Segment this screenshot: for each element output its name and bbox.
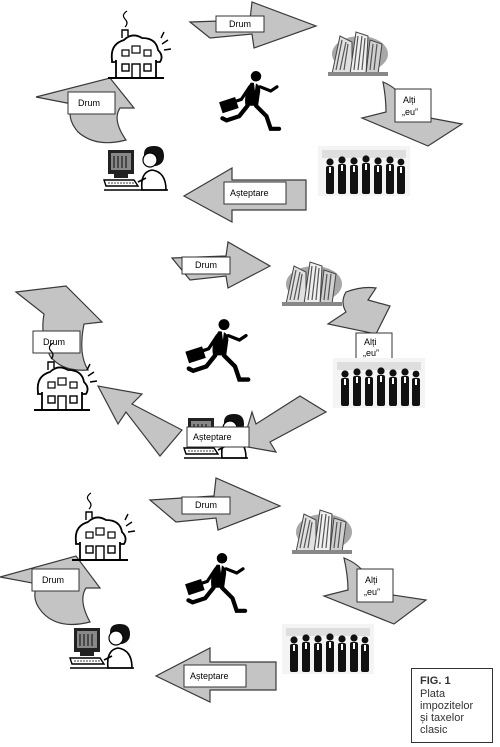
buildings-icon-2 xyxy=(281,261,343,307)
figure-caption: FIG. 1 Plata impozitelor și taxelor clas… xyxy=(411,668,493,743)
caption-line-3: și taxelor xyxy=(420,712,465,724)
arrow-alti-eu-1 xyxy=(360,81,464,147)
arrow-alti-eu-2 xyxy=(326,286,391,335)
buildings-icon-1 xyxy=(327,31,389,77)
label-eu-2: „eu” xyxy=(363,348,379,358)
label-box-asteptare-3 xyxy=(183,664,247,688)
label-eu-1: „eu” xyxy=(402,107,418,117)
clerk-at-computer-icon-3 xyxy=(69,623,135,669)
label-drum-4: Drum xyxy=(43,337,65,347)
running-businessman-icon-3 xyxy=(185,553,245,611)
label-box-alti-3 xyxy=(356,568,394,603)
caption-line-1: Plata xyxy=(420,688,446,700)
label-alti-1: Alți xyxy=(403,95,416,105)
arrow-drum-left-2 xyxy=(14,285,104,371)
caption-line-4: clasic xyxy=(420,724,448,736)
running-businessman-icon-2 xyxy=(185,319,248,380)
label-drum-3: Drum xyxy=(195,260,217,270)
cycle-2: Drum Drum Alți „eu” Așteptare xyxy=(14,241,425,459)
arrow-return-2 xyxy=(96,385,183,457)
cycle-3: Drum Drum Alți „eu” Așteptare xyxy=(0,477,428,703)
group-of-people-icon-1 xyxy=(318,146,410,196)
label-box-drum-6 xyxy=(31,568,80,592)
house-icon-1 xyxy=(107,10,172,79)
label-drum-1: Drum xyxy=(229,19,251,29)
label-asteptare-2: Așteptare xyxy=(193,432,232,442)
label-drum-6: Drum xyxy=(42,575,64,585)
label-asteptare-1: Așteptare xyxy=(230,188,269,198)
caption-line-2: impozitelor xyxy=(420,700,474,712)
running-businessman-icon-1 xyxy=(219,71,279,129)
buildings-icon-3 xyxy=(291,509,353,555)
label-box-drum-3 xyxy=(181,256,231,275)
label-box-alti-1 xyxy=(394,88,432,123)
house-icon-3 xyxy=(71,492,136,561)
label-box-drum-1 xyxy=(215,15,265,33)
label-eu-3: „eu” xyxy=(364,587,380,597)
group-of-people-icon-2 xyxy=(333,358,425,408)
label-box-asteptare-1 xyxy=(223,181,287,205)
figure-number: FIG. 1 xyxy=(420,675,451,687)
label-asteptare-3: Așteptare xyxy=(190,671,229,681)
label-drum-5: Drum xyxy=(195,500,217,510)
label-alti-2: Alți xyxy=(364,337,377,347)
arrow-alti-eu-3 xyxy=(322,557,428,625)
group-of-people-icon-3 xyxy=(282,624,374,674)
arrow-asteptare-2 xyxy=(241,395,328,453)
label-alti-3: Alți xyxy=(365,575,378,585)
label-box-drum-4 xyxy=(32,330,81,354)
label-box-drum-2 xyxy=(67,91,116,115)
clerk-at-computer-icon-1 xyxy=(103,145,169,191)
label-drum-2: Drum xyxy=(78,98,100,108)
cycle-1: Drum Drum Alți „eu” Așteptare xyxy=(35,1,464,224)
label-box-asteptare-2 xyxy=(186,426,250,448)
label-box-drum-5 xyxy=(181,496,231,515)
